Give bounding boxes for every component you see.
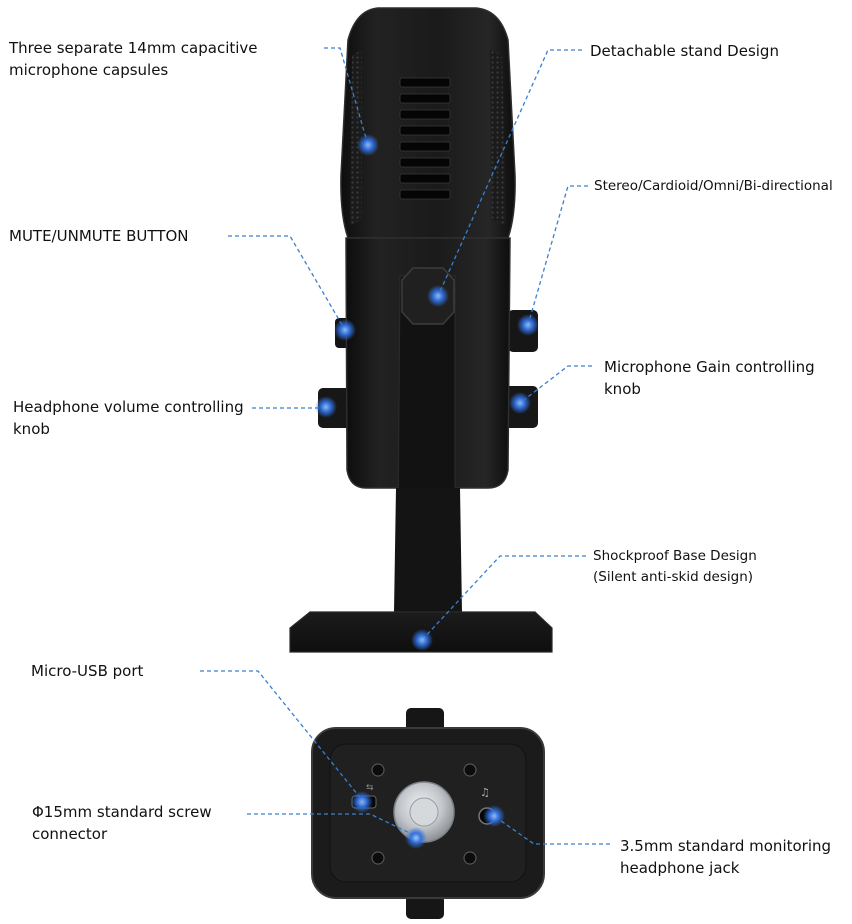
label-base: Shockproof Base Design (Silent anti-skid…: [593, 546, 757, 588]
label-screw-line1: Φ15mm standard screw: [32, 803, 212, 821]
label-capsules: Three separate 14mm capacitive microphon…: [9, 37, 258, 81]
top-knob: [406, 708, 444, 732]
label-gain: Microphone Gain controlling knob: [604, 356, 815, 400]
leader-usb: [200, 670, 363, 801]
label-stand-line1: Detachable stand Design: [590, 42, 779, 60]
leader-mute: [228, 235, 346, 331]
label-mute-line1: MUTE/UNMUTE BUTTON: [9, 227, 189, 245]
dot-patterns: [517, 314, 539, 336]
screw-mount-center: [409, 797, 439, 827]
label-screw-line2: connector: [32, 825, 108, 843]
label-base-line1: Shockproof Base Design: [593, 548, 757, 564]
label-jack-line1: 3.5mm standard monitoring: [620, 837, 832, 855]
dot-jack: [483, 805, 505, 827]
dot-gain: [509, 392, 531, 414]
label-usb-line1: Micro-USB port: [31, 662, 144, 680]
dot-headphone-vol: [315, 396, 337, 418]
headphone-icon: ♫: [480, 786, 490, 799]
label-headphone-vol: Headphone volume controlling knob: [13, 396, 244, 440]
leader-lines: [200, 47, 610, 845]
leader-jack: [493, 815, 610, 845]
mic-head: [340, 7, 516, 239]
dot-screw: [405, 827, 427, 849]
dot-mute: [334, 319, 356, 341]
label-headphone-vol-line2: knob: [13, 420, 50, 438]
microphone-front-view: [289, 7, 553, 653]
label-gain-line1: Microphone Gain controlling: [604, 358, 815, 376]
label-capsules-line2: microphone capsules: [9, 61, 169, 79]
label-jack: 3.5mm standard monitoring headphone jack: [620, 835, 831, 879]
label-usb: Micro-USB port: [31, 660, 143, 682]
bottom-knob: [406, 895, 444, 919]
front-grille: [399, 77, 451, 200]
leader-gain: [519, 365, 592, 404]
stand-arm-foot: [394, 488, 462, 612]
dot-base: [411, 629, 433, 651]
leader-stand: [437, 49, 582, 297]
callout-dots: [315, 134, 539, 849]
leader-patterns: [527, 185, 588, 326]
label-mute: MUTE/UNMUTE BUTTON: [9, 225, 189, 247]
leader-base: [421, 555, 586, 641]
dot-capsules: [357, 134, 379, 156]
label-gain-line2: knob: [604, 380, 641, 398]
dot-usb: [351, 791, 373, 813]
dot-stand: [427, 285, 449, 307]
label-jack-line2: headphone jack: [620, 859, 740, 877]
label-headphone-vol-line1: Headphone volume controlling: [13, 398, 244, 416]
label-stand: Detachable stand Design: [590, 40, 779, 62]
label-patterns: Stereo/Cardioid/Omni/Bi-directional: [594, 176, 833, 197]
leader-capsules: [324, 47, 369, 146]
label-patterns-line1: Stereo/Cardioid/Omni/Bi-directional: [594, 178, 833, 194]
label-screw: Φ15mm standard screw connector: [32, 801, 212, 845]
usb-symbol: ⇆: [366, 783, 374, 793]
right-mesh: [490, 50, 506, 225]
label-base-line2: (Silent anti-skid design): [593, 569, 754, 585]
corner-screws: [371, 763, 477, 865]
label-capsules-line1: Three separate 14mm capacitive: [9, 39, 258, 57]
leader-screw: [247, 813, 417, 837]
